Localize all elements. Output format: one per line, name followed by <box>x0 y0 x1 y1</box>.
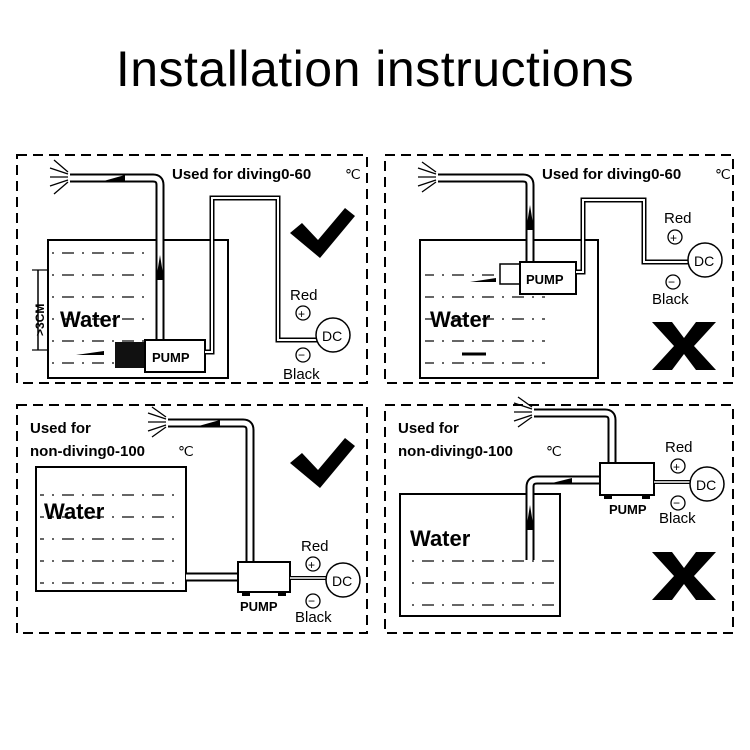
water-label: Water <box>410 526 471 551</box>
spray-icon <box>49 159 69 195</box>
flow-arrow-icon <box>76 351 104 355</box>
svg-text:−: − <box>308 594 315 608</box>
spray-icon <box>513 396 533 428</box>
temperature-unit: ℃ <box>345 166 361 182</box>
black-label: Black <box>659 510 696 527</box>
water-lines <box>404 555 554 610</box>
pump-intake <box>499 263 521 285</box>
minus-icon <box>295 347 311 363</box>
pump-label: PUMP <box>152 350 190 365</box>
plus-icon <box>305 556 321 572</box>
pump <box>237 561 291 593</box>
temperature-unit: ℃ <box>715 166 731 182</box>
water-label: Water <box>430 307 491 332</box>
plus-icon <box>670 458 686 474</box>
pump-label: PUMP <box>609 502 647 517</box>
check-icon <box>290 438 355 488</box>
minus-icon <box>670 495 686 511</box>
svg-text:+: + <box>298 307 305 321</box>
dc-label: DC <box>322 328 342 344</box>
check-icon <box>290 208 355 258</box>
panel-caption-line1: Used for <box>30 420 91 437</box>
page-title: Installation instructions <box>115 41 635 97</box>
water-lines <box>40 478 180 586</box>
power-cable <box>205 195 318 355</box>
red-label: Red <box>301 538 329 555</box>
dc-label: DC <box>696 477 716 493</box>
water-tank <box>35 466 187 592</box>
panel-caption-line2: non-diving0-100 <box>30 443 145 460</box>
plus-icon <box>667 229 683 245</box>
flow-arrow-icon <box>100 175 125 182</box>
panel-border <box>16 154 368 384</box>
water-tank <box>419 239 599 379</box>
svg-text:+: + <box>673 460 680 474</box>
panel-caption: Used for diving0-60 <box>172 166 311 183</box>
pump <box>519 261 577 295</box>
water-label: Water <box>60 307 121 332</box>
flow-arrow-icon <box>156 255 164 280</box>
spray-icon <box>147 406 167 438</box>
plus-icon <box>295 305 311 321</box>
dc-label: DC <box>332 573 352 589</box>
pump <box>599 462 655 496</box>
red-label: Red <box>665 439 693 456</box>
black-label: Black <box>295 609 332 626</box>
inlet-pipe <box>525 475 600 560</box>
minus-icon <box>665 274 681 290</box>
pump <box>144 339 206 373</box>
panel-caption: Used for diving0-60 <box>542 166 681 183</box>
panel-border <box>16 404 368 634</box>
water-label: Water <box>44 499 105 524</box>
pump-intake <box>115 342 147 368</box>
minus-icon <box>305 593 321 609</box>
flow-arrow-icon <box>526 205 534 230</box>
dc-power-icon <box>325 562 361 598</box>
black-label: Black <box>652 291 689 308</box>
flow-arrow-icon <box>470 278 496 282</box>
outlet-pipe <box>438 173 535 262</box>
cross-icon <box>652 552 716 600</box>
spray-icon <box>417 161 437 193</box>
dc-power-icon <box>687 242 723 278</box>
pump-label: PUMP <box>240 599 278 614</box>
dc-power-icon <box>689 466 725 502</box>
dc-power-icon <box>315 317 351 353</box>
flow-arrow-icon <box>195 420 220 427</box>
panel-caption-line1: Used for <box>398 420 459 437</box>
panel-caption-line2: non-diving0-100 <box>398 443 513 460</box>
temperature-unit: ℃ <box>178 443 194 459</box>
cross-icon <box>652 322 716 370</box>
water-tank <box>47 239 229 379</box>
red-label: Red <box>664 210 692 227</box>
svg-text:+: + <box>308 558 315 572</box>
black-label: Black <box>283 366 320 383</box>
panel-diving-correct: Used for diving0-60 ℃ Water >3CM PUMP DC… <box>16 154 368 384</box>
temperature-unit: ℃ <box>546 443 562 459</box>
panel-diving-wrong: Used for diving0-60 ℃ Water PUMP DC Red … <box>384 154 734 384</box>
svg-text:−: − <box>673 496 680 510</box>
panel-non-diving-wrong: Used for non-diving0-100 ℃ Water PUMP DC… <box>384 396 734 634</box>
flow-arrow-icon <box>526 505 534 530</box>
panel-non-diving-correct: Used for non-diving0-100 ℃ Water PUMP DC… <box>16 404 368 634</box>
svg-text:+: + <box>670 231 677 245</box>
water-tank <box>399 493 561 617</box>
depth-label: >3CM <box>33 304 47 336</box>
svg-text:−: − <box>298 348 305 362</box>
red-label: Red <box>290 287 318 304</box>
pump-label: PUMP <box>526 272 564 287</box>
flow-arrow-icon <box>548 478 572 484</box>
dc-label: DC <box>694 253 714 269</box>
svg-text:−: − <box>668 275 675 289</box>
